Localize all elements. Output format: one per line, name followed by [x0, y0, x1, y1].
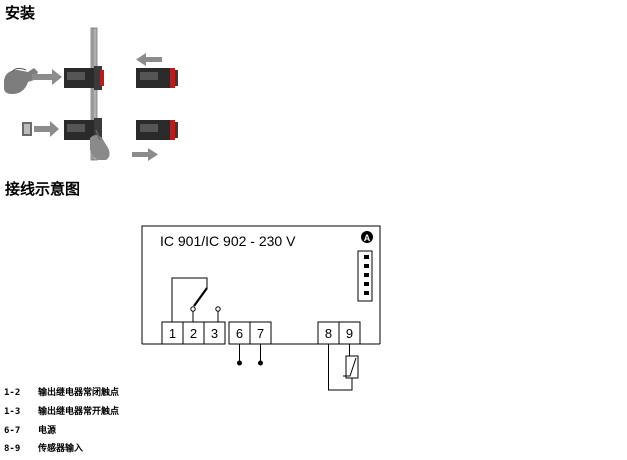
arrow-left-icon [136, 53, 162, 66]
legend-item: 1-3 输出继电器常开触点 [4, 406, 119, 418]
controller-unit-mounting [64, 66, 104, 90]
legend-item: 1-2 输出继电器常闭触点 [4, 387, 119, 399]
model-label: IC 901/IC 902 - 230 V [160, 233, 296, 249]
sensor-resistor-icon [345, 355, 359, 379]
legend-code: 1-3 [4, 407, 21, 417]
installation-heading: 安装 [5, 4, 36, 22]
mounting-rail [90, 27, 98, 161]
terminal-3-label: 3 [211, 326, 218, 341]
connector-block [357, 250, 373, 302]
arrow-right-icon [32, 69, 62, 85]
legend-item: 8-9 传感器输入 [4, 443, 83, 455]
terminal-9-label: 9 [346, 326, 353, 341]
legend-text: 传感器输入 [38, 444, 84, 454]
legend-text: 电源 [38, 426, 57, 436]
arrow-right-icon [34, 121, 59, 137]
terminal-2-label: 2 [190, 326, 197, 341]
relay-switch-arm [193, 287, 208, 307]
legend-code: 1-2 [4, 388, 21, 398]
terminal-1-label: 1 [169, 326, 176, 341]
legend-item: 6-7 电源 [4, 425, 56, 437]
terminal-7-label: 7 [257, 326, 264, 341]
relay-common-wire [171, 277, 208, 322]
terminal-strip-left: 1 2 3 6 7 [161, 321, 272, 345]
terminal-3 [203, 321, 226, 345]
legend-code: 8-9 [4, 444, 21, 454]
hand-pressing-icon [90, 129, 110, 160]
arrow-right-icon [132, 148, 158, 161]
terminal-6-label: 6 [236, 326, 243, 341]
controller-unit-side [136, 120, 178, 140]
terminal-8-label: 8 [325, 326, 332, 341]
controller-unit-clipped [64, 118, 102, 142]
clip-icon [22, 122, 32, 136]
sensor-wire-8 [328, 344, 353, 391]
terminal-strip-right: 8 9 [317, 321, 361, 345]
badge-a-label: A [364, 233, 371, 243]
device-outline [141, 225, 381, 344]
badge-a-icon [361, 231, 373, 243]
controller-unit-side [136, 68, 178, 88]
legend-text: 输出继电器常开触点 [38, 407, 120, 417]
legend-code: 6-7 [4, 426, 21, 436]
legend-text: 输出继电器常闭触点 [38, 388, 120, 398]
hand-pushing-icon [4, 67, 38, 94]
wiring-diagram-heading: 接线示意图 [5, 180, 81, 198]
